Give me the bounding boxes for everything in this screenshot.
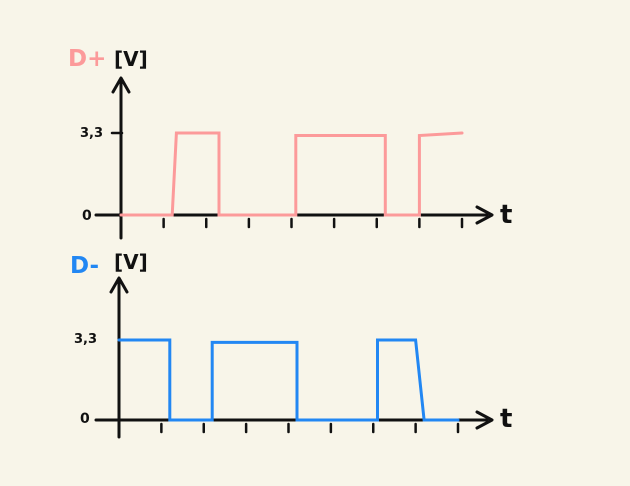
d-minus-x-arrow-icon [475, 410, 494, 430]
d-plus-unit-label: [V] [114, 47, 148, 71]
d-minus-panel: D- [V] 3,3 0 t [70, 250, 512, 439]
d-plus-panel: D+ [V] 3,3 0 t [68, 46, 512, 240]
d-minus-signal-label: D- [70, 253, 99, 279]
d-plus-x-arrow-icon [475, 205, 494, 225]
d-plus-x-axis-label: t [500, 200, 512, 230]
d-minus-waveform [117, 338, 460, 422]
d-minus-x-ticks [160, 422, 460, 434]
d-plus-waveform [119, 131, 464, 217]
d-minus-ytick-zero: 0 [80, 411, 90, 427]
d-minus-unit-label: [V] [114, 250, 148, 274]
d-minus-ytick-high: 3,3 [74, 332, 97, 347]
d-plus-x-ticks [162, 217, 464, 229]
d-minus-y-arrow-icon [109, 276, 129, 294]
d-plus-ytick-zero: 0 [82, 208, 92, 224]
d-plus-y-arrow-icon [111, 76, 131, 94]
d-minus-x-axis-label: t [500, 404, 512, 434]
d-plus-signal-label: D+ [68, 46, 106, 72]
d-plus-ytick-high: 3,3 [80, 126, 103, 141]
